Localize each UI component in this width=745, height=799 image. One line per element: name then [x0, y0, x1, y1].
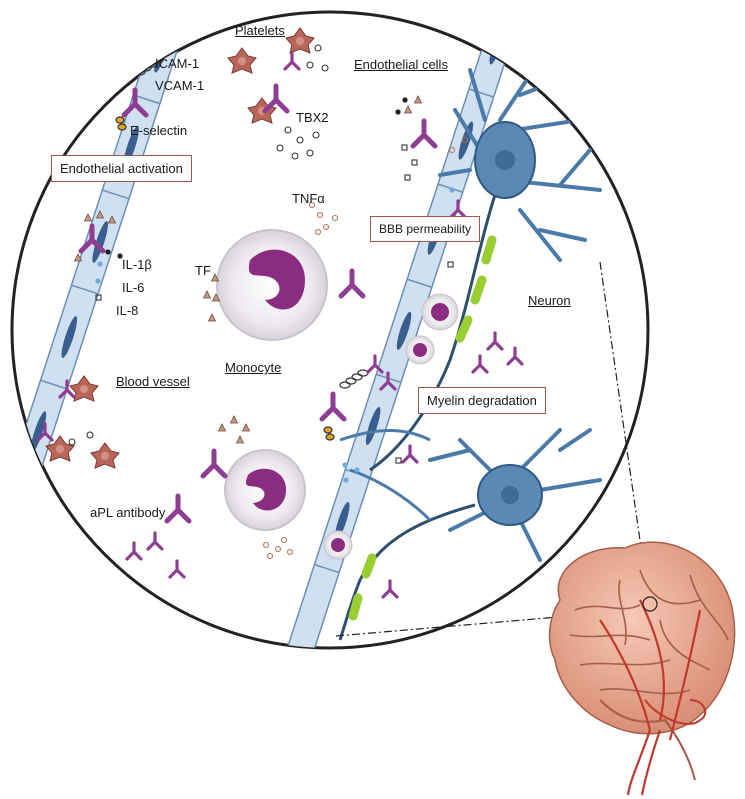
zoom-lines: [335, 261, 649, 637]
il1b-label: IL-1β: [122, 257, 152, 272]
myelin-degradation-box: Myelin degradation: [418, 387, 546, 414]
icam-label: ICAM-1: [155, 56, 200, 71]
bbb-permeability-box: BBB permeability: [370, 216, 481, 242]
tf-label: TF: [195, 263, 211, 278]
monocyte-lower: [224, 449, 306, 531]
neuron-bottom: [338, 428, 602, 641]
small-monocyte-2: [405, 335, 435, 365]
small-monocyte-1: [421, 293, 459, 331]
vcam-label: VCAM-1: [155, 78, 205, 93]
dendrite-branches: [339, 429, 432, 522]
small-molecules: [68, 44, 469, 560]
endothelial-cells-label: Endothelial cells: [354, 57, 448, 72]
e-selectin-label: E-selectin: [130, 123, 188, 138]
adhesion-molecules-right: [323, 369, 369, 441]
monocyte-label: Monocyte: [225, 360, 282, 375]
magnified-view: [10, 10, 650, 650]
monocyte-large: [216, 229, 328, 341]
apl-antibody-label: aPL antibody: [90, 505, 166, 520]
brain-illustration: [548, 541, 736, 796]
il6-label: IL-6: [122, 280, 145, 295]
blood-vessel-label: Blood vessel: [116, 374, 190, 389]
cytokine-dots: [95, 97, 455, 483]
platelets-label: Platelets: [235, 23, 285, 38]
neuron-top: [369, 58, 612, 472]
tbx2-label: TBX2: [296, 110, 329, 125]
neuron-label: Neuron: [528, 293, 571, 308]
tnfa-label: TNFα: [292, 191, 325, 206]
small-monocyte-3: [323, 530, 353, 560]
il8-label: IL-8: [116, 303, 139, 318]
endothelial-activation-box: Endothelial activation: [51, 155, 192, 182]
